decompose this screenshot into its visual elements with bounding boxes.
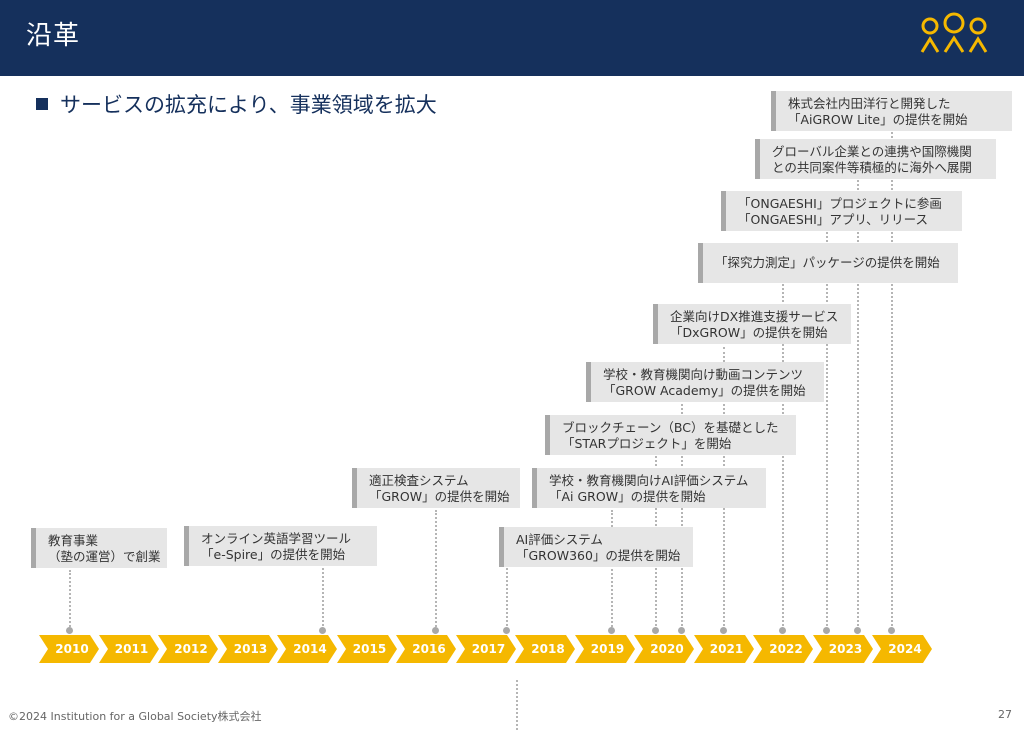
event-text: 「探究力測定」パッケージの提供を開始 xyxy=(715,255,940,270)
timeline-stem xyxy=(69,570,71,630)
timeline-stem xyxy=(611,510,613,630)
event-box: 学校・教育機関向けAI評価システム 「Ai GROW」の提供を開始 xyxy=(532,468,766,508)
timeline-stem xyxy=(826,232,828,630)
event-box: 「探究力測定」パッケージの提供を開始 xyxy=(698,243,958,283)
timeline-dot xyxy=(608,627,615,634)
bullet-square-icon xyxy=(36,98,48,110)
section-subtitle: サービスの拡充により、事業領域を拡大 xyxy=(36,89,437,119)
copyright-text: ©2024 Institution for a Global Society株式… xyxy=(8,710,262,723)
timeline-stem xyxy=(891,132,893,630)
event-text: （塾の運営）で創業 xyxy=(48,549,161,564)
event-text: 「GROW Academy」の提供を開始 xyxy=(603,383,806,398)
event-text: 「STARプロジェクト」を開始 xyxy=(562,436,732,451)
timeline-dot xyxy=(319,627,326,634)
event-text: グローバル企業との連携や国際機関 xyxy=(772,144,972,159)
year-chevron-2015: 2015 xyxy=(336,635,397,663)
event-text: 「ONGAESHI」プロジェクトに参画 xyxy=(738,196,942,211)
year-label: 2014 xyxy=(293,642,327,656)
year-label: 2013 xyxy=(233,642,268,656)
event-text: 「ONGAESHI」アプリ、リリース xyxy=(738,212,928,227)
event-text: 株式会社内田洋行と開発した xyxy=(788,96,951,111)
timeline-dot xyxy=(823,627,830,634)
event-text: 学校・教育機関向け動画コンテンツ xyxy=(603,367,804,382)
timeline-stem xyxy=(782,284,784,630)
company-logo-icon xyxy=(920,12,988,53)
year-label: 2011 xyxy=(114,642,149,656)
year-label: 2023 xyxy=(828,642,863,656)
subtitle-text: サービスの拡充により、事業領域を拡大 xyxy=(60,93,437,117)
year-label: 2015 xyxy=(352,642,387,656)
year-chevron-2020: 2020 xyxy=(634,635,694,663)
year-chevron-2013: 2013 xyxy=(217,635,278,663)
timeline-dot xyxy=(503,627,510,634)
event-box: ブロックチェーン（BC）を基礎とした 「STARプロジェクト」を開始 xyxy=(545,415,796,455)
page-number: 27 xyxy=(998,708,1012,721)
event-text: 「AiGROW Lite」の提供を開始 xyxy=(788,112,968,127)
header-bar: 沿革 xyxy=(0,0,1024,76)
year-chevron-2019: 2019 xyxy=(574,635,635,663)
event-text: 「Ai GROW」の提供を開始 xyxy=(549,489,706,504)
timeline-dot xyxy=(432,627,439,634)
timeline-dot xyxy=(678,627,685,634)
event-text: ブロックチェーン（BC）を基礎とした xyxy=(562,420,779,435)
year-label: 2019 xyxy=(590,642,625,656)
year-label: 2021 xyxy=(709,642,744,656)
event-text: 「GROW」の提供を開始 xyxy=(369,489,510,504)
timeline-dot xyxy=(652,627,659,634)
page-title: 沿革 xyxy=(26,21,81,51)
event-text: AI評価システム xyxy=(516,532,603,547)
year-label: 2022 xyxy=(769,642,803,656)
event-box: グローバル企業との連携や国際機関 との共同案件等積極的に海外へ展開 xyxy=(755,139,996,179)
year-label: 2024 xyxy=(888,642,922,656)
timeline-dot xyxy=(66,627,73,634)
year-label: 2017 xyxy=(471,642,506,656)
year-chevron-2018: 2018 xyxy=(515,635,575,663)
event-text: 学校・教育機関向けAI評価システム xyxy=(549,473,749,488)
timeline-stem xyxy=(681,404,683,630)
event-text: 教育事業 xyxy=(48,533,99,548)
event-box: 「ONGAESHI」プロジェクトに参画 「ONGAESHI」アプリ、リリース xyxy=(721,191,962,231)
year-label: 2010 xyxy=(55,642,89,656)
year-chevron-2021: 2021 xyxy=(693,635,754,663)
event-text: 「GROW360」の提供を開始 xyxy=(516,548,681,563)
year-chevron-2022: 2022 xyxy=(753,635,813,663)
event-text: との共同案件等積極的に海外へ展開 xyxy=(772,160,972,175)
year-chevron-2017: 2017 xyxy=(455,635,516,663)
event-text: 適正検査システム xyxy=(369,473,469,488)
event-box: 教育事業 （塾の運営）で創業 xyxy=(31,528,167,568)
year-label: 2018 xyxy=(531,642,565,656)
year-chevron-2014: 2014 xyxy=(277,635,337,663)
event-text: 企業向けDX推進支援サービス xyxy=(670,309,839,324)
event-text: 「DxGROW」の提供を開始 xyxy=(670,325,828,340)
timeline-stem-lower xyxy=(516,680,518,730)
timeline-dot xyxy=(888,627,895,634)
year-label: 2020 xyxy=(650,642,684,656)
timeline-dot xyxy=(854,627,861,634)
event-box: 学校・教育機関向け動画コンテンツ 「GROW Academy」の提供を開始 xyxy=(586,362,824,402)
event-box: 企業向けDX推進支援サービス 「DxGROW」の提供を開始 xyxy=(653,304,851,344)
year-label: 2012 xyxy=(174,642,208,656)
event-text: オンライン英語学習ツール xyxy=(201,531,352,546)
year-chevron-2011: 2011 xyxy=(98,635,159,663)
year-chevron-2012: 2012 xyxy=(158,635,218,663)
timeline-stem xyxy=(322,568,324,630)
year-chevron-2010: 2010 xyxy=(39,635,99,663)
timeline-stem xyxy=(435,510,437,630)
year-chevron-2024: 2024 xyxy=(872,635,932,663)
timeline-dot xyxy=(720,627,727,634)
event-box: AI評価システム 「GROW360」の提供を開始 xyxy=(499,527,693,567)
event-text: 「e-Spire」の提供を開始 xyxy=(201,547,346,562)
year-chevron-2016: 2016 xyxy=(396,635,456,663)
year-label: 2016 xyxy=(412,642,446,656)
event-box: 株式会社内田洋行と開発した 「AiGROW Lite」の提供を開始 xyxy=(771,91,1012,131)
timeline-stem xyxy=(857,180,859,630)
event-box: 適正検査システム 「GROW」の提供を開始 xyxy=(352,468,520,508)
timeline-dot xyxy=(779,627,786,634)
timeline-stem xyxy=(506,568,508,630)
event-box: オンライン英語学習ツール 「e-Spire」の提供を開始 xyxy=(184,526,377,566)
year-chevron-2023: 2023 xyxy=(812,635,873,663)
